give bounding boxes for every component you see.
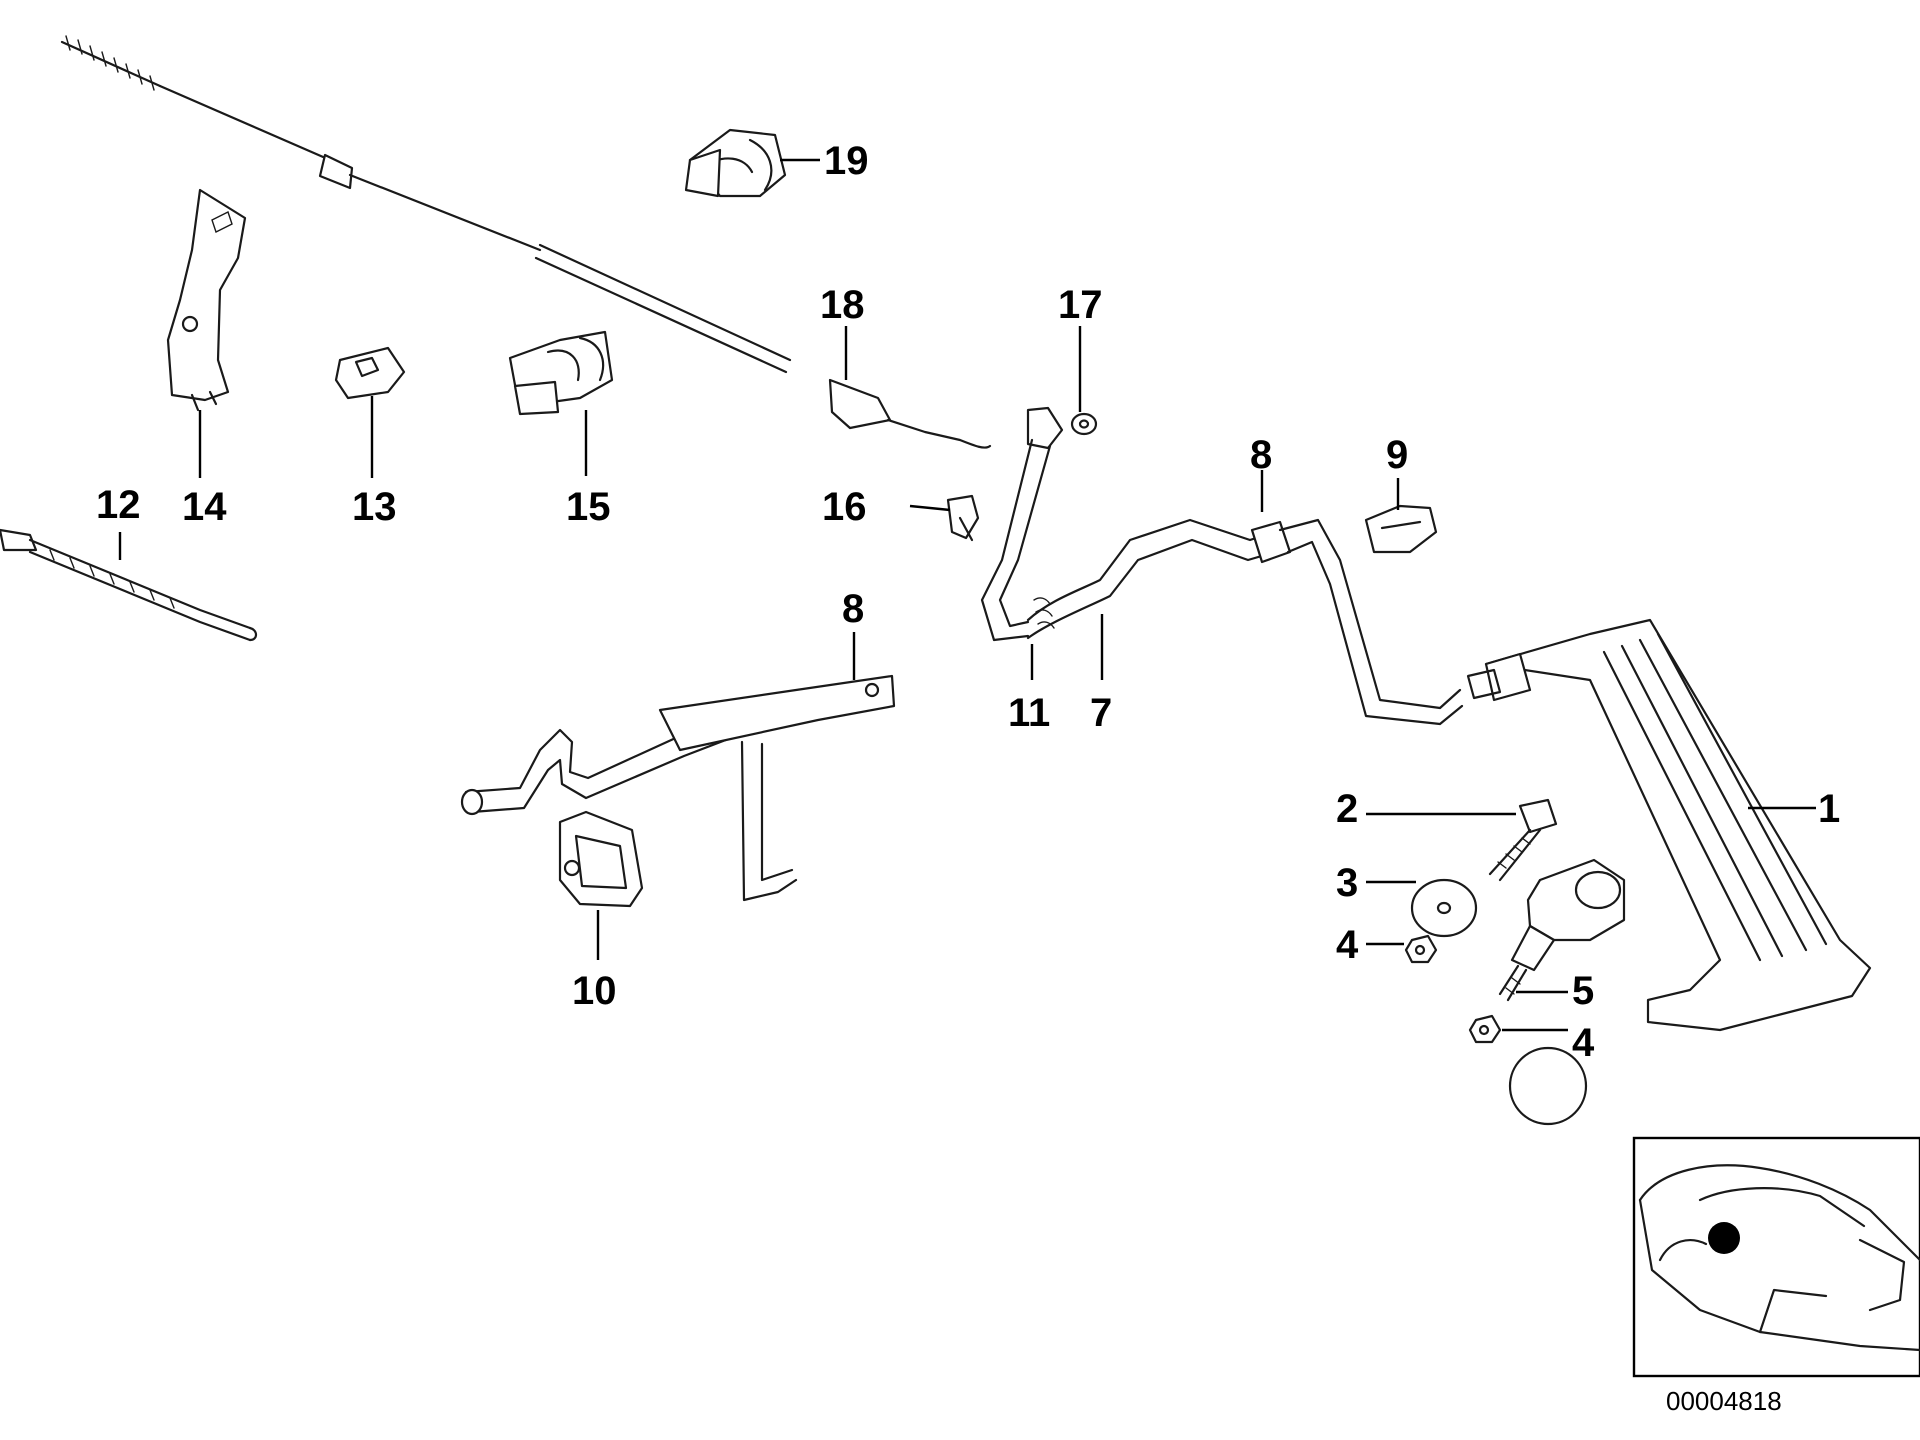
leader-lines (118, 158, 1816, 1032)
callout-4-lower: 4 (1572, 1021, 1595, 1065)
callout-labels: 19 18 17 16 15 14 13 12 8 9 11 7 8 10 1 … (96, 139, 1840, 1065)
callout-5: 5 (1572, 969, 1594, 1013)
cable-tie-18 (0, 528, 258, 642)
nut-4-lower (1468, 1014, 1502, 1044)
callout-16: 14 (182, 485, 227, 529)
callout-1: 1 (1818, 787, 1840, 831)
bracket-16 (166, 188, 247, 412)
callout-7: 8 (842, 587, 864, 631)
round-cap (1508, 1046, 1588, 1126)
rivet-12 (946, 494, 980, 542)
callout-18: 12 (96, 483, 141, 527)
callout-8: 8 (1250, 433, 1272, 477)
callout-10: 10 (572, 969, 617, 1013)
accelerator-pedal-1 (1466, 618, 1872, 1032)
guide-10 (558, 810, 644, 908)
callout-4-upper: 4 (1336, 923, 1359, 967)
linkage-rod-6 (980, 406, 1464, 726)
stop-switch-5 (1498, 858, 1626, 1002)
callout-11: 11 (1008, 691, 1050, 735)
callout-2: 2 (1336, 787, 1358, 831)
clip-nut-17 (334, 346, 406, 400)
car-locator-inset (1632, 1136, 1920, 1378)
accelerator-cable (60, 35, 992, 449)
callout-3: 3 (1336, 861, 1358, 905)
washer-13 (1070, 412, 1098, 436)
callout-14: 18 (820, 283, 865, 327)
callout-9: 9 (1386, 433, 1408, 477)
callout-17: 13 (352, 485, 397, 529)
clip-19 (684, 128, 787, 198)
callout-12: 16 (822, 485, 867, 529)
adjust-screw-2 (1488, 798, 1558, 882)
callout-15: 15 (566, 485, 611, 529)
callout-19: 19 (824, 139, 869, 183)
washer-3 (1410, 878, 1478, 938)
nut-4-upper (1404, 934, 1438, 964)
callout-13: 17 (1058, 283, 1103, 327)
callout-6: 7 (1090, 691, 1112, 735)
clip-15 (508, 330, 614, 416)
location-marker (1708, 1222, 1740, 1254)
reference-number: 00004818 (1666, 1386, 1782, 1416)
clip-9 (1364, 504, 1438, 554)
lever-7 (460, 674, 896, 902)
